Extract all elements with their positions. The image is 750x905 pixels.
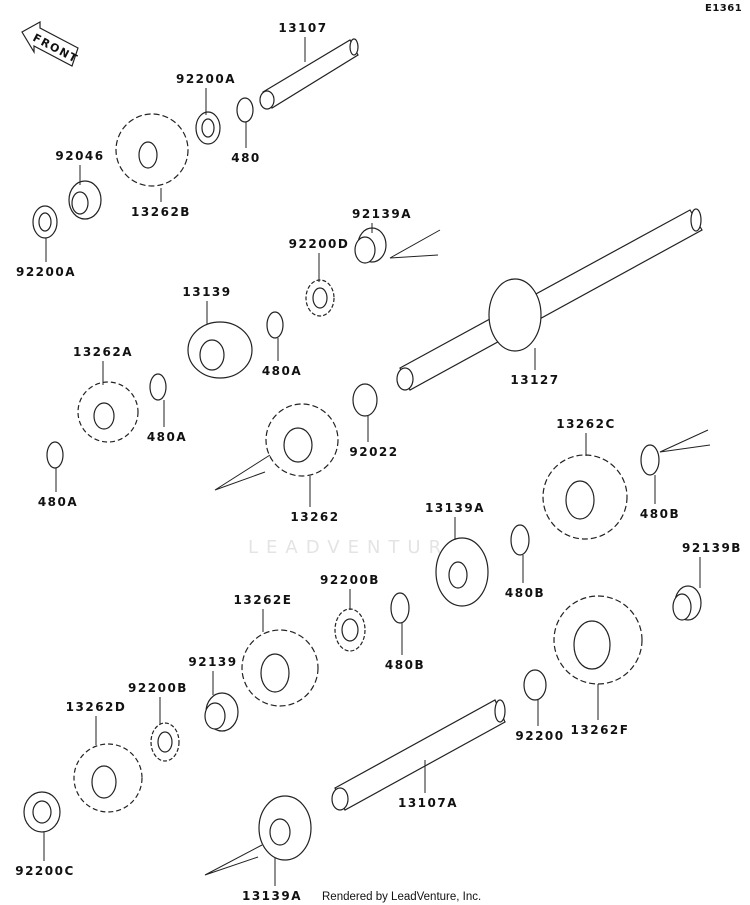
part-label-92200A[interactable]: 92200A bbox=[176, 72, 236, 86]
hub-13139A bbox=[435, 537, 489, 607]
circlip-480B-3 bbox=[390, 592, 410, 624]
hub-13139 bbox=[187, 321, 253, 379]
washer-92200 bbox=[523, 669, 547, 701]
washer-92022 bbox=[352, 383, 378, 417]
bushing-92139A bbox=[354, 227, 387, 264]
washer-92200D bbox=[305, 279, 335, 317]
circlip-480B-2 bbox=[510, 524, 530, 556]
shaft-13107A bbox=[331, 699, 506, 811]
part-label-480B[interactable]: 480B bbox=[505, 586, 545, 600]
bearing-92046 bbox=[68, 180, 102, 220]
bearing-92139 bbox=[204, 692, 239, 732]
washer-92200A-top bbox=[195, 111, 221, 145]
part-label-13139[interactable]: 13139 bbox=[182, 285, 231, 299]
part-label-13262E[interactable]: 13262E bbox=[234, 593, 293, 607]
part-label-92139[interactable]: 92139 bbox=[188, 655, 237, 669]
circlip-480-top bbox=[236, 97, 254, 123]
washer-92200C bbox=[23, 791, 61, 833]
part-label-92139B[interactable]: 92139B bbox=[682, 541, 742, 555]
part-label-480A[interactable]: 480A bbox=[147, 430, 187, 444]
part-label-480A[interactable]: 480A bbox=[262, 364, 302, 378]
part-label-13262D[interactable]: 13262D bbox=[66, 700, 127, 714]
part-label-13107[interactable]: 13107 bbox=[278, 21, 327, 35]
gear-13262E bbox=[241, 629, 319, 707]
part-label-480[interactable]: 480 bbox=[231, 151, 261, 165]
part-label-92200B[interactable]: 92200B bbox=[128, 681, 188, 695]
hub-13139A-bottom bbox=[258, 795, 312, 861]
part-label-13107A[interactable]: 13107A bbox=[398, 796, 458, 810]
gear-13262F bbox=[553, 595, 643, 685]
part-label-92200B[interactable]: 92200B bbox=[320, 573, 380, 587]
circlip-480A-3 bbox=[46, 441, 64, 469]
part-label-480A[interactable]: 480A bbox=[38, 495, 78, 509]
part-label-13127[interactable]: 13127 bbox=[510, 373, 559, 387]
washer-92200A-left bbox=[32, 205, 58, 239]
part-label-13262B[interactable]: 13262B bbox=[131, 205, 191, 219]
diagram-code: E1361 bbox=[705, 3, 742, 14]
shaft-13107 bbox=[259, 38, 359, 110]
bushing-92139B bbox=[672, 585, 702, 621]
circlip-480A-2 bbox=[149, 373, 167, 401]
part-label-480B[interactable]: 480B bbox=[640, 507, 680, 521]
part-label-13262F[interactable]: 13262F bbox=[571, 723, 630, 737]
part-label-13262C[interactable]: 13262C bbox=[556, 417, 616, 431]
gear-13262D bbox=[73, 743, 143, 813]
circlip-480A-1 bbox=[266, 311, 284, 339]
part-label-92200D[interactable]: 92200D bbox=[289, 237, 350, 251]
washer-92200B-2 bbox=[150, 722, 180, 762]
credit: Rendered by LeadVenture, Inc. bbox=[322, 891, 481, 903]
front-arrow: FRONT bbox=[21, 20, 80, 67]
part-label-480B[interactable]: 480B bbox=[385, 658, 425, 672]
part-label-92200C[interactable]: 92200C bbox=[15, 864, 75, 878]
part-label-92022[interactable]: 92022 bbox=[349, 445, 398, 459]
circlip-480B-1 bbox=[640, 444, 660, 476]
part-labels: 13107 92200A 480 92046 13262B 92200A 92139A 922… bbox=[15, 21, 742, 903]
part-label-13139A[interactable]: 13139A bbox=[425, 501, 485, 515]
gear-13262C bbox=[542, 454, 628, 540]
part-label-92200A[interactable]: 92200A bbox=[16, 265, 76, 279]
gear-13262B bbox=[115, 113, 189, 187]
gear-13262A bbox=[77, 381, 139, 443]
part-label-13139A[interactable]: 13139A bbox=[242, 889, 302, 903]
part-label-13262[interactable]: 13262 bbox=[290, 510, 339, 524]
assembly-lines bbox=[204, 229, 711, 876]
part-label-13262A[interactable]: 13262A bbox=[73, 345, 133, 359]
shaft-13127 bbox=[396, 208, 703, 391]
watermark: LEADVENTURE bbox=[248, 537, 468, 558]
part-label-92139A[interactable]: 92139A bbox=[352, 207, 412, 221]
gear-13262 bbox=[265, 403, 339, 477]
part-label-92200[interactable]: 92200 bbox=[515, 729, 564, 743]
part-label-92046[interactable]: 92046 bbox=[55, 149, 104, 163]
washer-92200B-1 bbox=[334, 608, 366, 652]
